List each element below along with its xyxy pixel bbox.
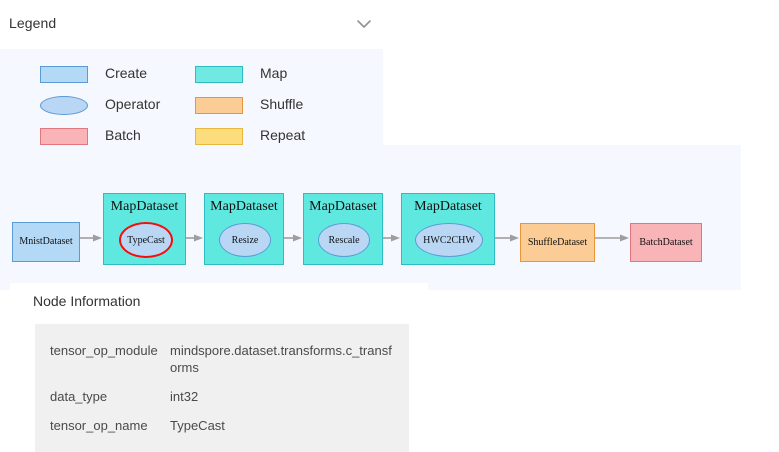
graph-node-label: MapDataset: [110, 199, 179, 214]
graph-node-label: MapDataset: [210, 199, 278, 214]
legend-swatch-repeat: [195, 128, 243, 145]
legend-title: Legend: [9, 15, 57, 31]
graph-node-mnistdataset[interactable]: MnistDataset: [12, 222, 80, 262]
table-row: data_type int32: [35, 382, 409, 411]
graph-node-label: BatchDataset: [639, 237, 693, 248]
graph-node-batchdataset[interactable]: BatchDataset: [630, 223, 702, 262]
legend-label-operator: Operator: [105, 96, 161, 112]
info-value: mindspore.dataset.transforms.c_transform…: [170, 343, 392, 375]
graph-node-mapdataset-hwc2chw[interactable]: MapDataset HWC2CHW: [401, 193, 495, 265]
edge-shuffle-to-batch: [595, 233, 630, 243]
graph-node-label: ShuffleDataset: [527, 237, 588, 248]
edge-hwc2chw-to-shuffle: [495, 233, 520, 243]
legend-swatch-batch: [40, 128, 88, 145]
legend-panel: Create Operator Batch Map Shuffle Repeat: [0, 49, 383, 145]
graph-node-mapdataset-rescale[interactable]: MapDataset Rescale: [303, 193, 383, 265]
graph-node-label: MnistDataset: [19, 236, 73, 247]
graph-node-mapdataset-typecast[interactable]: MapDataset TypeCast: [103, 193, 186, 265]
table-row: tensor_op_name TypeCast: [35, 411, 409, 440]
edge-rescale-to-hwc2chw: [383, 233, 401, 243]
graph-operator-hwc2chw[interactable]: HWC2CHW: [415, 223, 483, 257]
legend-swatch-operator: [40, 96, 88, 115]
legend-swatch-map: [195, 66, 243, 83]
table-row: tensor_op_module mindspore.dataset.trans…: [35, 336, 409, 382]
graph-node-label: MapDataset: [309, 199, 377, 214]
legend-label-map: Map: [260, 65, 288, 81]
legend-label-create: Create: [105, 65, 148, 81]
legend-swatch-shuffle: [195, 97, 243, 114]
legend-label-shuffle: Shuffle: [260, 96, 304, 112]
legend-label-repeat: Repeat: [260, 127, 306, 143]
info-value: int32: [170, 389, 199, 404]
legend-header: Legend: [0, 0, 383, 49]
dataset-pipeline-graph[interactable]: MnistDataset MapDataset TypeCast MapData…: [0, 145, 741, 290]
node-information-table: tensor_op_module mindspore.dataset.trans…: [35, 324, 409, 452]
edge-resize-to-rescale: [284, 233, 303, 243]
legend-label-batch: Batch: [105, 127, 141, 143]
info-key: tensor_op_module: [50, 343, 158, 358]
graph-operator-typecast[interactable]: TypeCast: [119, 222, 173, 258]
info-key: tensor_op_name: [50, 418, 148, 433]
graph-node-mapdataset-resize[interactable]: MapDataset Resize: [204, 193, 284, 265]
graph-operator-resize[interactable]: Resize: [219, 223, 271, 257]
info-key: data_type: [50, 389, 108, 404]
edge-mnist-to-map-typecast: [80, 233, 103, 243]
edge-typecast-to-resize: [186, 233, 204, 243]
graph-operator-rescale[interactable]: Rescale: [318, 223, 370, 257]
node-information-title: Node Information: [33, 293, 141, 309]
legend-swatch-create: [40, 66, 88, 83]
graph-node-shuffledataset[interactable]: ShuffleDataset: [520, 223, 595, 262]
graph-node-label: MapDataset: [414, 199, 482, 214]
chevron-down-icon[interactable]: [354, 14, 374, 34]
info-value: TypeCast: [170, 418, 225, 433]
node-information-panel: Node Information tensor_op_module mindsp…: [10, 283, 428, 452]
